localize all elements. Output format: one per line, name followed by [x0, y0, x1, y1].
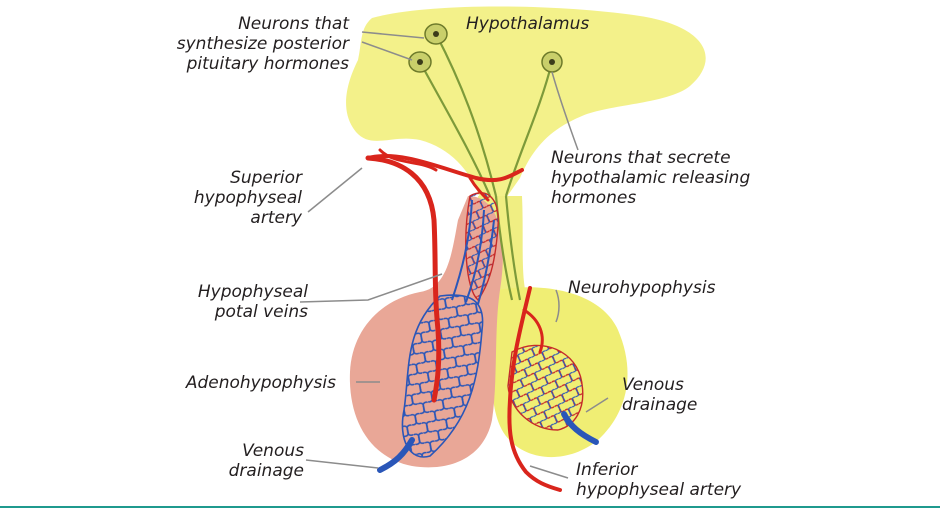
label-inferior-hypophyseal-artery: Inferior hypophyseal artery	[576, 460, 741, 500]
label-hypothalamus: Hypothalamus	[466, 14, 589, 34]
label-neurohypophysis: Neurohypophysis	[568, 278, 715, 298]
label-adenohypophysis: Adenohypophysis	[186, 373, 336, 393]
label-superior-hypophyseal-artery: Superior hypophyseal artery	[194, 168, 302, 228]
label-posterior-pituitary-neurons: Neurons that synthesize posterior pituit…	[177, 14, 349, 74]
label-releasing-hormone-neurons: Neurons that secrete hypothalamic releas…	[551, 148, 750, 208]
label-hypophyseal-portal-veins: Hypophyseal potal veins	[198, 282, 308, 322]
label-venous-drainage-right: Venous drainage	[622, 375, 697, 415]
label-venous-drainage-left: Venous drainage	[229, 441, 304, 481]
bottom-divider	[0, 506, 940, 508]
